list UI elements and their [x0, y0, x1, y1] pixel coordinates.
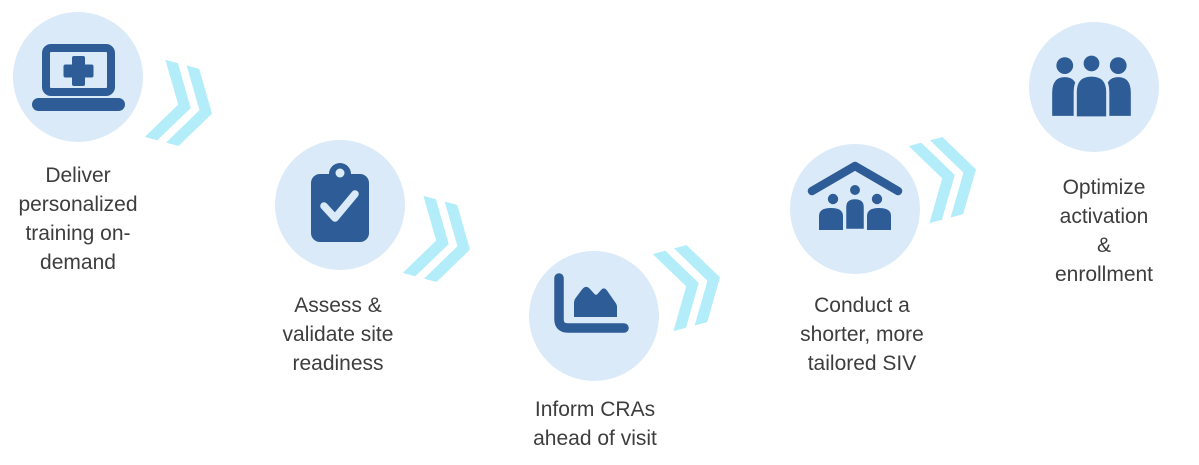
- people-group-icon: [1051, 52, 1131, 118]
- clipboard-check-icon: [311, 162, 369, 242]
- people-under-roof-icon: [807, 161, 903, 231]
- flow-arrow-icon: [402, 195, 470, 283]
- flow-arrow-icon: [144, 59, 212, 147]
- laptop-medical-icon: [31, 43, 125, 111]
- flow-arrow-icon: [908, 136, 976, 224]
- step-4-label: Conduct a shorter, more tailored SIV: [800, 294, 924, 375]
- area-chart-icon: [554, 273, 629, 333]
- step-2-icon-circle: [275, 140, 405, 270]
- step-5-icon-circle: [1029, 22, 1159, 152]
- step-1-label: Deliver personalized training on- demand: [18, 164, 138, 274]
- step-4-icon-circle: [790, 144, 920, 274]
- step-2-label: Assess & validate site readiness: [282, 294, 394, 375]
- flow-arrow-icon: [652, 244, 720, 332]
- step-3-icon-circle: [529, 251, 659, 381]
- step-5-label: Optimize activation & enrollment: [1054, 176, 1154, 286]
- step-3-label: Inform CRAs ahead of visit: [533, 398, 657, 450]
- step-1-icon-circle: [13, 12, 143, 142]
